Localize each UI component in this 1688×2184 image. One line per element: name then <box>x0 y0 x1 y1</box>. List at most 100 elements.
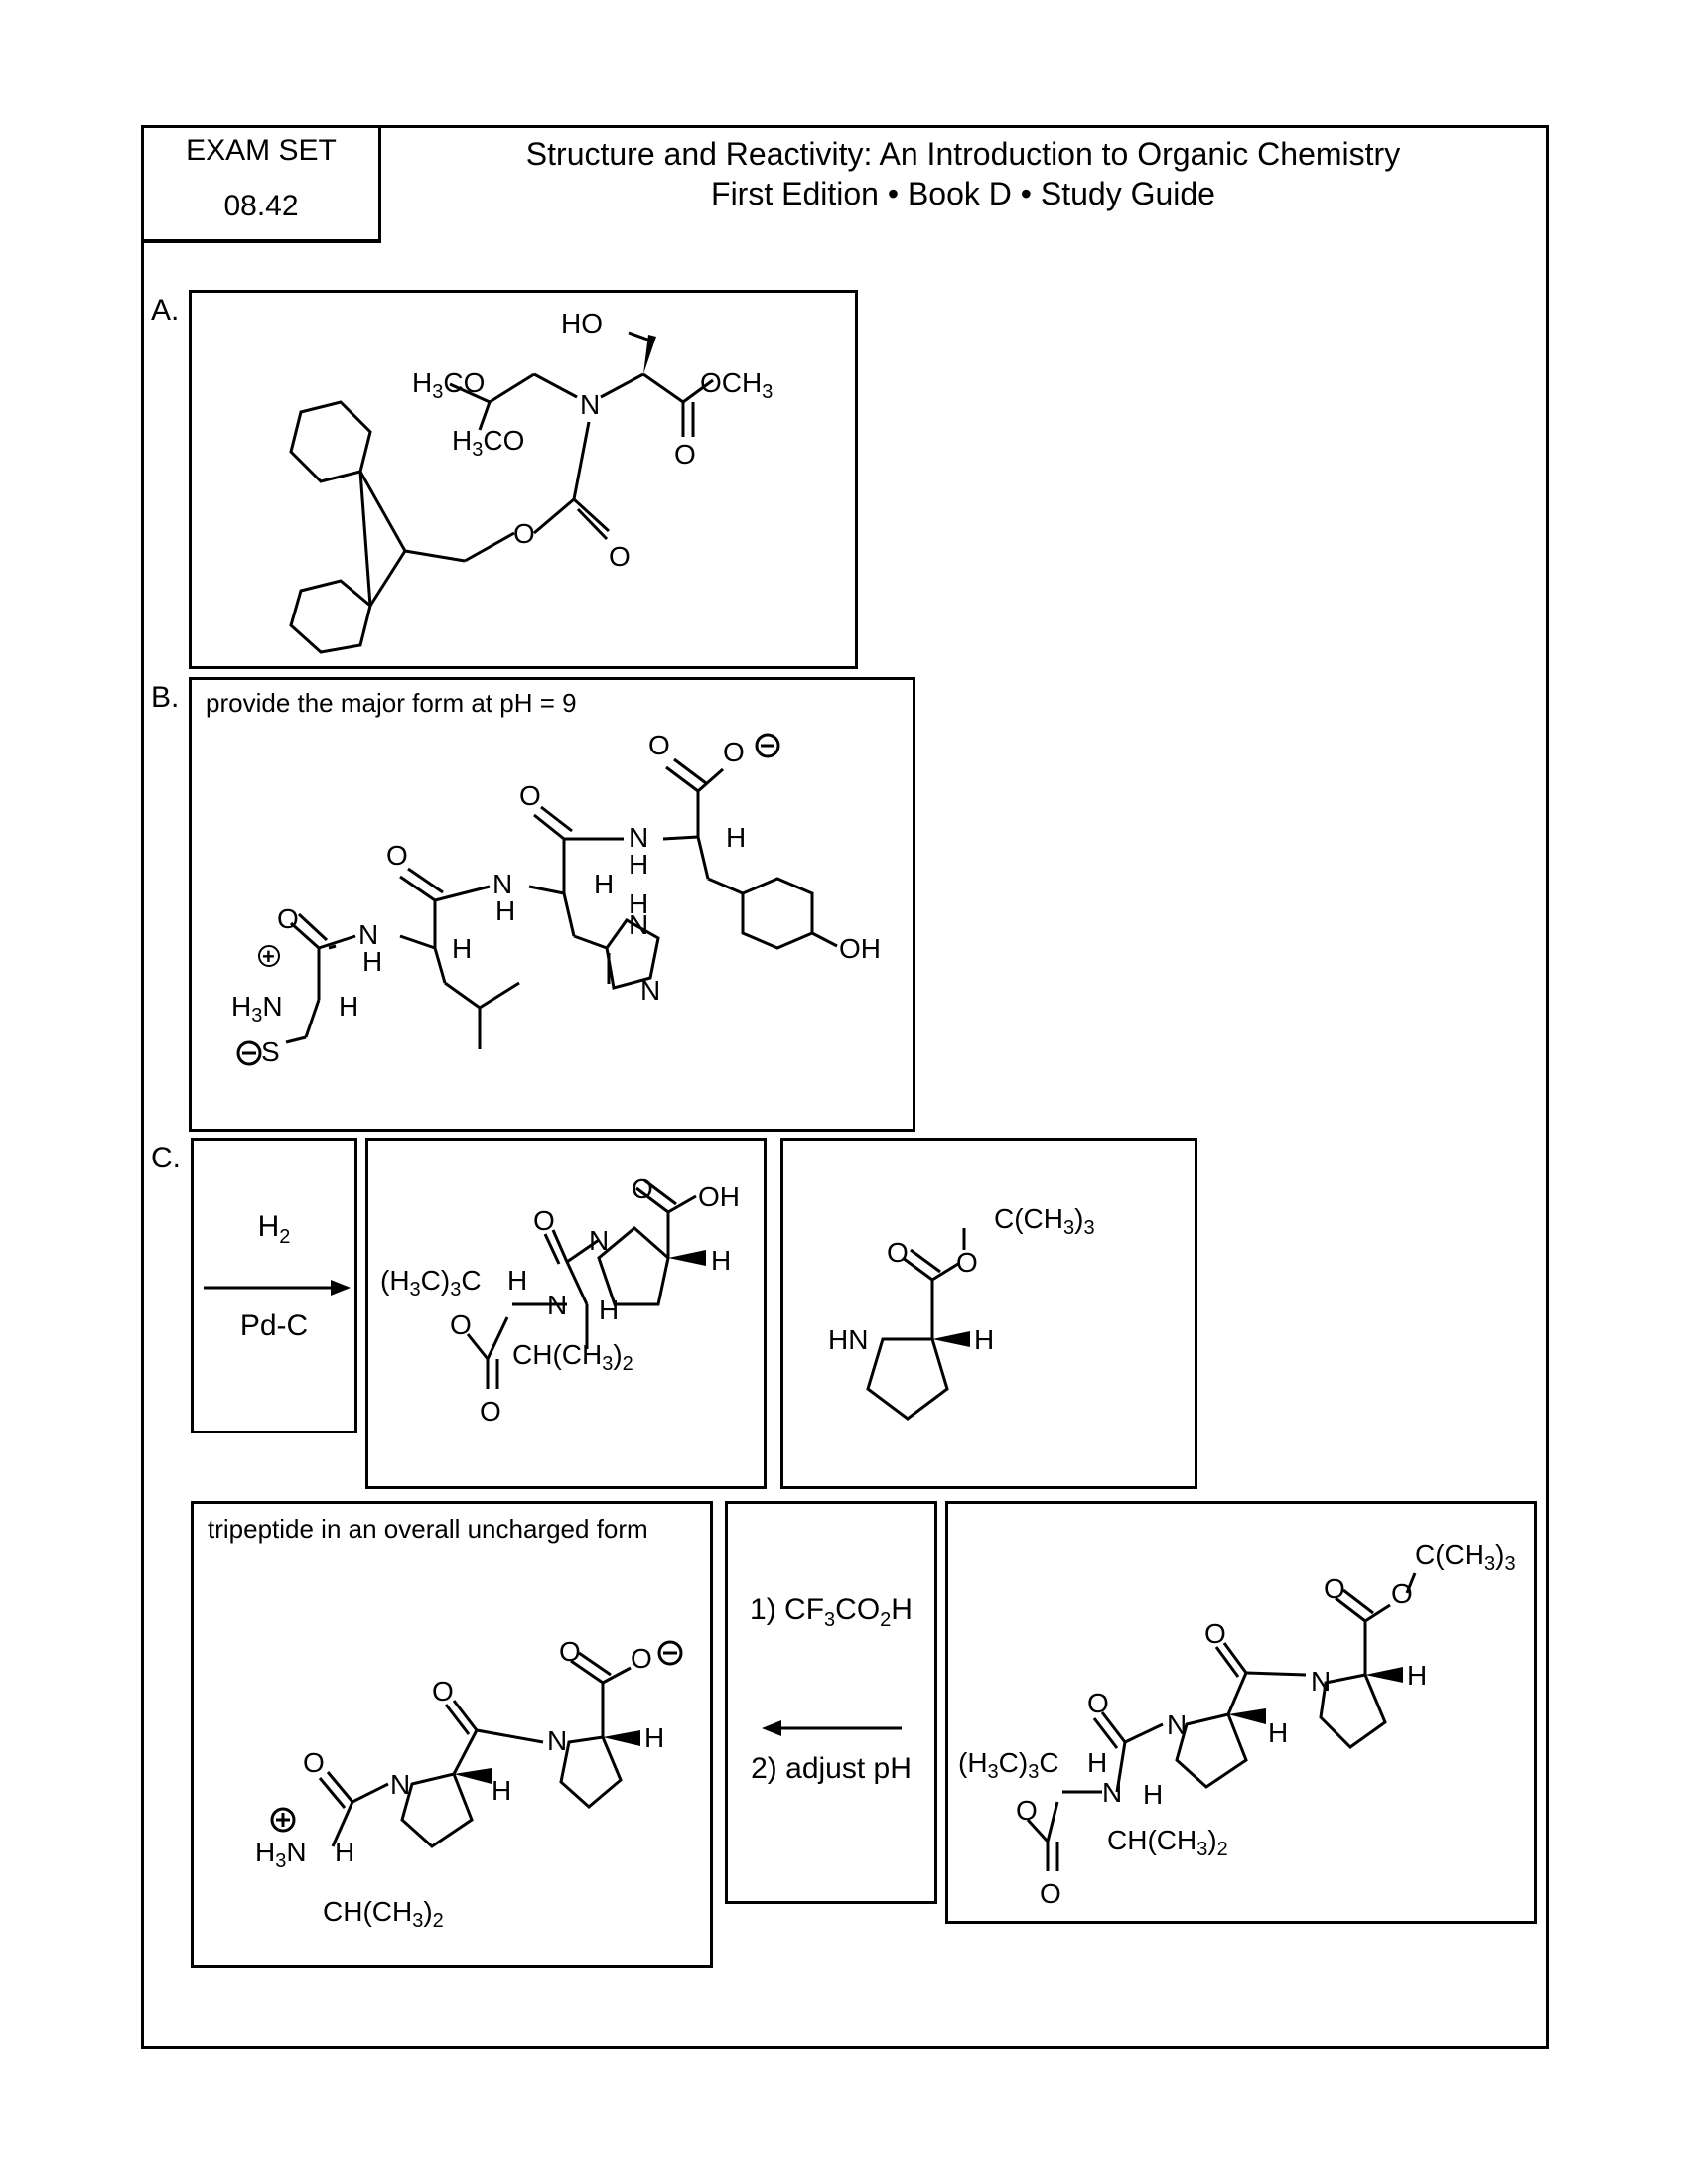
svg-text:CH(CH3)2: CH(CH3)2 <box>323 1896 444 1932</box>
svg-text:O: O <box>648 730 670 760</box>
page-title: Structure and Reactivity: An Introductio… <box>525 136 1401 172</box>
svg-text:+: + <box>262 944 275 969</box>
svg-text:H: H <box>507 1265 527 1296</box>
svg-text:H: H <box>452 933 472 964</box>
step1-sub-a: 3 <box>824 1609 836 1631</box>
svg-text:H3CO: H3CO <box>412 367 485 403</box>
page-subtitle: First Edition • Book D • Study Guide <box>711 176 1215 211</box>
svg-text:H: H <box>644 1722 664 1753</box>
reagent-h: H <box>257 1210 280 1243</box>
svg-text:O: O <box>1391 1578 1413 1609</box>
svg-text:H: H <box>362 946 382 977</box>
deprotect-step2: 2) adjust pH <box>751 1752 912 1785</box>
svg-text:O: O <box>513 518 535 549</box>
svg-text:N: N <box>1167 1709 1187 1740</box>
step1-a: 1) CF <box>750 1593 825 1626</box>
svg-text:H: H <box>629 849 648 880</box>
svg-text:O: O <box>277 903 299 934</box>
svg-text:H: H <box>339 991 358 1022</box>
reaction-arrow-left <box>762 1720 902 1736</box>
svg-text:S: S <box>261 1036 280 1067</box>
svg-text:HO: HO <box>561 308 603 339</box>
svg-text:H: H <box>629 888 648 919</box>
svg-text:O: O <box>631 1643 652 1674</box>
step1-c: H <box>891 1593 913 1626</box>
svg-text:H: H <box>711 1245 731 1276</box>
reagent-box: H2 Pd-C <box>191 1138 357 1433</box>
svg-text:C(CH3)3: C(CH3)3 <box>994 1203 1095 1239</box>
deprotect-box: 1) CF3CO2H 2) adjust pH <box>725 1501 937 1904</box>
svg-text:N: N <box>1102 1777 1122 1808</box>
svg-text:O: O <box>674 439 696 470</box>
svg-text:O: O <box>723 737 745 767</box>
svg-text:H3N: H3N <box>231 991 283 1026</box>
reagent-pdc: Pd-C <box>239 1309 309 1342</box>
pro-tbu-ester-box: C(CH3)3 O O HN H <box>780 1138 1197 1489</box>
svg-text:O: O <box>1087 1688 1109 1718</box>
tripeptide-box: tripeptide in an overall uncharged form … <box>191 1501 713 1968</box>
svg-text:HN: HN <box>828 1324 868 1355</box>
svg-text:O: O <box>609 541 631 572</box>
tripeptide-structure: O O H N O N H O H3N H CH(CH3)2 <box>255 1636 683 1932</box>
fmoc-serine-structure: HO H3CO H3CO N OCH3 O O O <box>289 308 773 654</box>
svg-text:H: H <box>726 822 746 853</box>
svg-text:N: N <box>547 1290 567 1320</box>
svg-text:O: O <box>956 1247 978 1278</box>
svg-text:CH(CH3)2: CH(CH3)2 <box>512 1339 633 1375</box>
svg-text:N: N <box>589 1225 609 1256</box>
svg-text:OH: OH <box>698 1181 740 1212</box>
pro-tbu-ester-structure: C(CH3)3 O O HN H <box>828 1203 1095 1421</box>
peptide-ph9-structure: H3N H S O N H H O N H H H N N O N H H O … <box>231 730 881 1067</box>
svg-text:H: H <box>974 1324 994 1355</box>
svg-text:N: N <box>629 822 648 853</box>
svg-text:H: H <box>1268 1717 1288 1748</box>
svg-text:O: O <box>432 1676 454 1706</box>
reagent-h2: H2 <box>194 1210 354 1249</box>
svg-text:H: H <box>492 1775 511 1806</box>
svg-text:O: O <box>1324 1573 1345 1604</box>
svg-text:O: O <box>386 840 408 871</box>
svg-text:N: N <box>640 975 660 1006</box>
header-rule <box>141 240 381 243</box>
svg-text:O: O <box>533 1205 555 1236</box>
boc-val-pro-structure: O OH H N O (H3C)3C H N H O CH(CH3)2 O <box>380 1173 740 1427</box>
svg-text:N: N <box>358 919 378 950</box>
svg-text:O: O <box>303 1747 325 1778</box>
svg-text:O: O <box>519 780 541 811</box>
section-b-prompt: provide the major form at pH = 9 <box>206 688 577 718</box>
reagent-h-sub: 2 <box>279 1226 291 1248</box>
step1-b: CO <box>835 1593 881 1626</box>
section-a-label: A. <box>151 294 180 327</box>
svg-text:N: N <box>390 1769 410 1800</box>
svg-text:H: H <box>599 1295 619 1325</box>
svg-text:N: N <box>580 389 600 420</box>
svg-text:O: O <box>480 1396 501 1427</box>
svg-text:H3N: H3N <box>255 1837 307 1872</box>
section-b-label: B. <box>151 681 180 714</box>
exam-set-label: EXAM SET <box>186 134 337 167</box>
svg-text:O: O <box>632 1173 653 1204</box>
section-c-label: C. <box>151 1142 181 1174</box>
svg-text:H: H <box>1407 1660 1427 1691</box>
svg-text:O: O <box>1016 1795 1038 1826</box>
section-b-box: provide the major form at pH = 9 <box>189 677 915 1132</box>
svg-text:O: O <box>887 1237 909 1268</box>
svg-text:N: N <box>1311 1666 1331 1697</box>
svg-text:OCH3: OCH3 <box>700 367 773 403</box>
protected-tripeptide-structure: C(CH3)3 O O H N O N H O (H3C)3C H N H O … <box>958 1539 1516 1909</box>
svg-text:N: N <box>547 1725 567 1756</box>
exam-set-number: 08.42 <box>223 190 299 222</box>
boc-val-pro-box: O OH H N O (H3C)3C H N H O CH(CH3)2 O <box>365 1138 767 1489</box>
svg-text:N: N <box>492 869 512 899</box>
deprotect-step1: 1) CF3CO2H <box>728 1593 934 1632</box>
protected-tripeptide-box: C(CH3)3 O O H N O N H O (H3C)3C H N H O … <box>945 1501 1537 1924</box>
svg-text:H: H <box>594 869 614 899</box>
svg-text:H3CO: H3CO <box>452 425 524 461</box>
svg-text:H: H <box>495 895 515 926</box>
svg-text:(H3C)3C: (H3C)3C <box>958 1747 1059 1783</box>
svg-text:O: O <box>1204 1618 1226 1649</box>
exam-set-box: EXAM SET 08.42 <box>141 125 381 242</box>
tripeptide-prompt: tripeptide in an overall uncharged form <box>208 1514 648 1544</box>
svg-text:N: N <box>629 909 648 940</box>
section-a-box: HO H3CO H3CO N OCH3 O O O <box>189 290 858 669</box>
